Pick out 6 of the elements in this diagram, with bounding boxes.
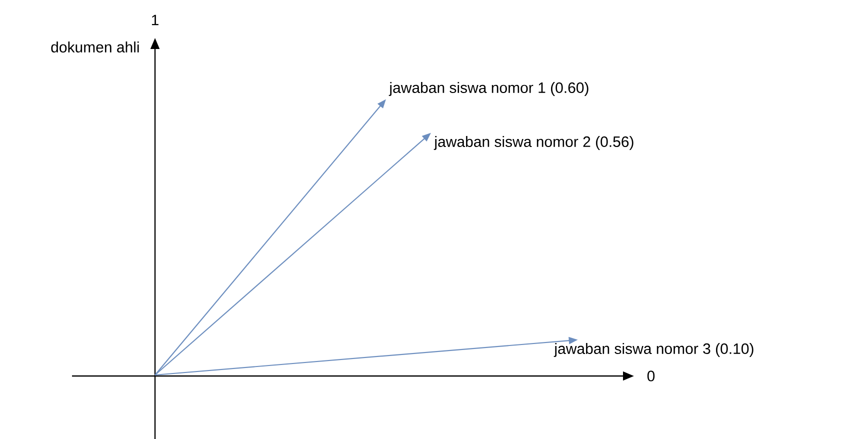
axis-label: dokumen ahli xyxy=(51,42,139,52)
vector-label: jawaban siswa nomor 2 (0.56) xyxy=(434,136,634,150)
vector-label: jawaban siswa nomor 3 (0.10) xyxy=(554,343,754,357)
vector-label: jawaban siswa nomor 1 (0.60) xyxy=(388,82,588,96)
axis-label: 0 xyxy=(647,370,655,382)
axis-label: 1 xyxy=(152,14,158,26)
